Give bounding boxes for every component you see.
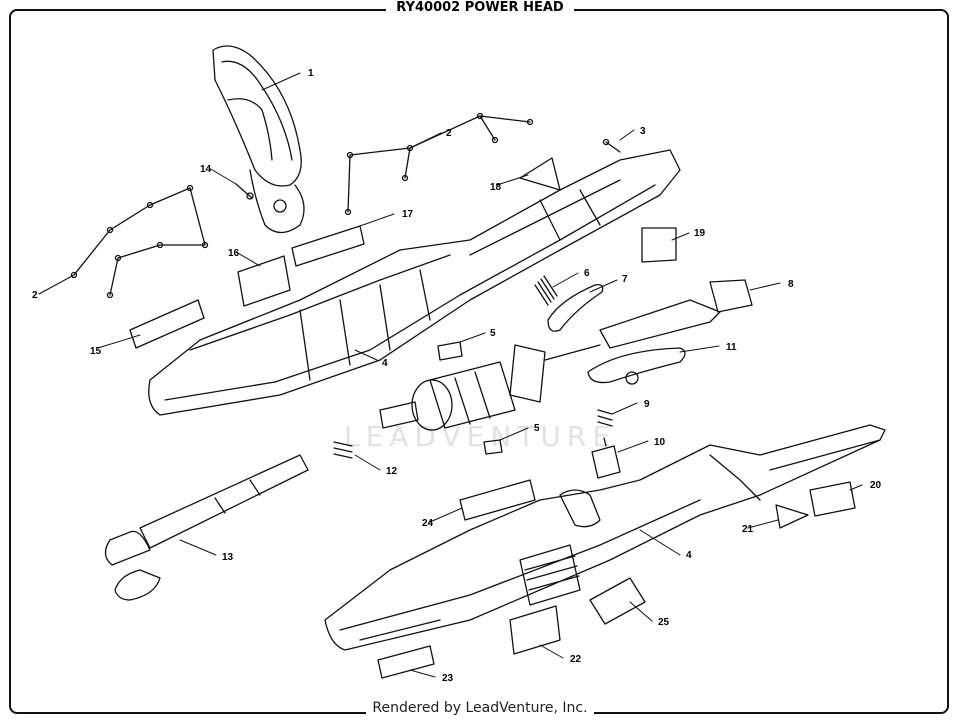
callout-label-18: 18 bbox=[490, 182, 502, 193]
part-screw-3 bbox=[602, 138, 621, 153]
callout-label-7: 7 bbox=[622, 274, 628, 285]
watermark-text: LEADVENTURE bbox=[343, 420, 617, 453]
part-label-19 bbox=[641, 227, 677, 263]
part-label-21 bbox=[775, 504, 809, 529]
callout-label-22: 22 bbox=[570, 654, 582, 665]
part-wire-clips-left bbox=[70, 184, 209, 299]
callout-label-13: 13 bbox=[222, 552, 234, 563]
callout-label-6: 6 bbox=[584, 268, 590, 279]
part-label-17 bbox=[291, 225, 365, 267]
part-label-23 bbox=[377, 645, 435, 679]
part-lockoff-button bbox=[547, 284, 604, 332]
part-motor bbox=[379, 361, 516, 431]
part-handle-screw bbox=[235, 183, 254, 200]
callout-label-16: 16 bbox=[228, 248, 240, 259]
part-housing-left bbox=[148, 149, 681, 416]
part-label-5-upper bbox=[437, 341, 463, 361]
callout-label-4: 4 bbox=[382, 358, 388, 369]
callout-label-5: 5 bbox=[490, 328, 496, 339]
callout-label-17: 17 bbox=[402, 209, 414, 220]
part-shaft-coupler bbox=[104, 454, 309, 601]
callout-label-3: 3 bbox=[640, 126, 646, 137]
callout-label-11: 11 bbox=[726, 342, 737, 353]
part-label-16 bbox=[237, 255, 291, 307]
part-label-5-lower bbox=[483, 439, 503, 455]
callout-label-9: 9 bbox=[644, 399, 650, 410]
part-spring-6 bbox=[534, 275, 558, 306]
part-trigger bbox=[587, 347, 686, 384]
part-spring-9 bbox=[597, 409, 613, 427]
callout-label-21: 21 bbox=[742, 524, 754, 535]
part-switch-board bbox=[509, 344, 546, 403]
part-label-24 bbox=[459, 479, 536, 521]
callout-label-2: 2 bbox=[446, 128, 452, 139]
diagram-title: RY40002 POWER HEAD bbox=[0, 0, 960, 16]
callout-label-4: 4 bbox=[686, 550, 692, 561]
part-spring-12 bbox=[333, 441, 353, 459]
callout-label-25: 25 bbox=[658, 617, 670, 628]
callout-label-14: 14 bbox=[200, 164, 212, 175]
callout-label-24: 24 bbox=[422, 518, 434, 529]
part-label-22 bbox=[509, 605, 561, 655]
part-label-25 bbox=[589, 577, 646, 625]
part-label-20 bbox=[809, 481, 856, 517]
callout-label-5: 5 bbox=[534, 423, 540, 434]
callout-label-23: 23 bbox=[442, 673, 454, 684]
footer-credit-text: Rendered by LeadVenture, Inc. bbox=[366, 700, 594, 716]
callout-label-12: 12 bbox=[386, 466, 398, 477]
diagram-title-text: RY40002 POWER HEAD bbox=[386, 0, 574, 15]
callout-label-2: 2 bbox=[32, 290, 38, 301]
callout-label-15: 15 bbox=[90, 346, 102, 357]
part-housing-right bbox=[324, 424, 886, 651]
callout-label-1: 1 bbox=[308, 68, 314, 79]
footer-credit: Rendered by LeadVenture, Inc. bbox=[0, 700, 960, 716]
callout-label-19: 19 bbox=[694, 228, 706, 239]
callout-label-20: 20 bbox=[870, 480, 882, 491]
part-label-15 bbox=[129, 299, 205, 349]
callout-label-8: 8 bbox=[788, 279, 794, 290]
part-trigger-pivot bbox=[625, 371, 639, 385]
part-label-18 bbox=[519, 157, 561, 191]
part-rear-handle bbox=[212, 45, 305, 234]
callout-label-10: 10 bbox=[654, 437, 666, 448]
leader-lines bbox=[38, 72, 863, 678]
part-switch-block bbox=[591, 437, 621, 479]
part-trigger-linkage bbox=[544, 279, 753, 361]
